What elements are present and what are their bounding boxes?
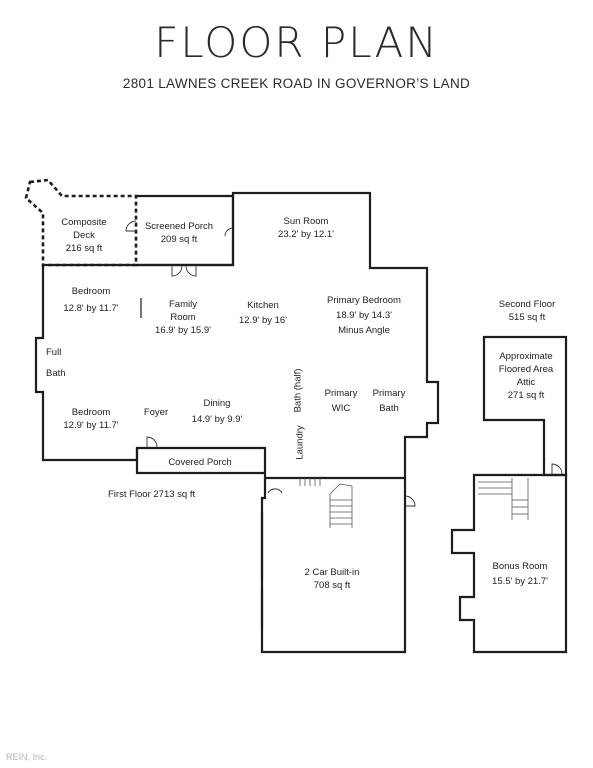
room-name: Covered Porch [168, 457, 232, 468]
french-door-right [185, 265, 197, 277]
room-name-line2: Room [170, 312, 196, 323]
room-name: Primary [324, 388, 358, 399]
room-name: Screened Porch [144, 221, 214, 232]
room-covered-porch: Covered Porch [160, 456, 240, 469]
room-bath-half: Bath (half) [292, 361, 305, 421]
room-size: 14.9' by 9.9' [191, 414, 243, 425]
room-name-line2: Bath [46, 368, 66, 379]
room-note: Minus Angle [338, 325, 390, 336]
room-kitchen: Kitchen 12.9' by 16' [232, 299, 294, 327]
room-attic: Approximate Floored Area Attic 271 sq ft [488, 350, 564, 402]
room-bonus-room: Bonus Room 15.5' by 21.7' [478, 560, 562, 588]
room-family-room: Family Room 16.9' by 15.9' [144, 298, 222, 337]
room-size: 12.9' by 16' [239, 315, 287, 326]
room-name: Laundry [294, 425, 306, 460]
covered-porch-outline [135, 448, 265, 475]
room-garage: 2 Car Built-in 708 sq ft [294, 566, 370, 592]
room-name: 2 Car Built-in [304, 567, 360, 578]
room-laundry: Laundry [294, 418, 307, 468]
room-size: 16.9' by 15.9' [155, 325, 211, 336]
garage-outline [260, 478, 407, 654]
room-sun-room: Sun Room 23.2' by 12.1' [268, 215, 344, 241]
attic-door [551, 463, 563, 475]
room-name: Foyer [143, 407, 169, 418]
room-primary-bedroom: Primary Bedroom 18.9' by 14.3' Minus Ang… [314, 294, 414, 337]
room-name: Approximate [499, 351, 553, 362]
room-size: 15.5' by 21.7' [492, 576, 548, 587]
room-foyer: Foyer [140, 406, 172, 419]
garage-side-door [404, 495, 416, 507]
garage-entry-door [267, 488, 283, 494]
watermark: REIN, Inc. [6, 752, 48, 762]
garage-stairs [329, 483, 353, 528]
room-name: Sun Room [283, 216, 329, 227]
room-name: Bonus Room [492, 561, 548, 572]
room-primary-wic: Primary WIC [320, 387, 362, 415]
room-size: 12.9' by 11.7' [63, 420, 119, 431]
room-size: 12.8' by 11.7' [63, 303, 119, 314]
room-name: Bedroom [71, 286, 111, 297]
french-door-left [171, 265, 183, 277]
second-floor-label: Second Floor 515 sq ft [490, 298, 564, 324]
room-name: Composite [61, 217, 107, 228]
floor-area: 515 sq ft [508, 312, 546, 323]
room-name: Dining [203, 398, 231, 409]
room-bedroom-2: Bedroom 12.9' by 11.7' [56, 406, 126, 432]
room-size: 23.2' by 12.1' [278, 229, 334, 240]
floor-area: First Floor 2713 sq ft [108, 489, 196, 500]
room-name: Kitchen [247, 300, 279, 311]
bonus-room-outline [450, 473, 568, 654]
room-name: Bedroom [71, 407, 111, 418]
room-screened-porch: Screened Porch 209 sq ft [138, 220, 220, 246]
room-size: 18.9' by 14.3' [336, 310, 392, 321]
porch-door [224, 227, 234, 237]
property-address: 2801 LAWNES CREEK ROAD IN GOVERNOR’S LAN… [122, 76, 471, 91]
room-name: Bath (half) [292, 368, 304, 413]
room-name: Primary [372, 388, 406, 399]
room-name-line2: Floored Area [498, 364, 554, 375]
room-size: 209 sq ft [160, 234, 198, 245]
laundry-stairs [299, 478, 321, 486]
room-name: Family [169, 299, 197, 310]
page-title: FLOOR PLAN [154, 18, 439, 67]
floor-name: Second Floor [498, 299, 556, 310]
room-bedroom-1: Bedroom 12.8' by 11.7' [56, 285, 126, 315]
front-door [146, 436, 158, 448]
room-dining: Dining 14.9' by 9.9' [186, 397, 248, 426]
room-name-line2: WIC [331, 403, 351, 414]
room-composite-deck: Composite Deck 216 sq ft [54, 216, 114, 255]
room-name-line2: Deck [73, 230, 95, 241]
room-primary-bath: Primary Bath [366, 387, 412, 415]
room-size: 216 sq ft [65, 243, 103, 254]
first-floor-label: First Floor 2713 sq ft [108, 488, 228, 501]
room-name: Full [46, 347, 62, 358]
room-name-line3: Attic [516, 377, 536, 388]
bonus-stairs [478, 478, 529, 520]
room-size: 271 sq ft [507, 390, 545, 401]
deck-door [125, 220, 137, 232]
room-size: 708 sq ft [313, 580, 351, 591]
first-floor-outline [34, 191, 440, 480]
room-name-line2: Bath [379, 403, 399, 414]
room-name: Primary Bedroom [327, 295, 401, 306]
room-full-bath: Full Bath [46, 346, 74, 380]
